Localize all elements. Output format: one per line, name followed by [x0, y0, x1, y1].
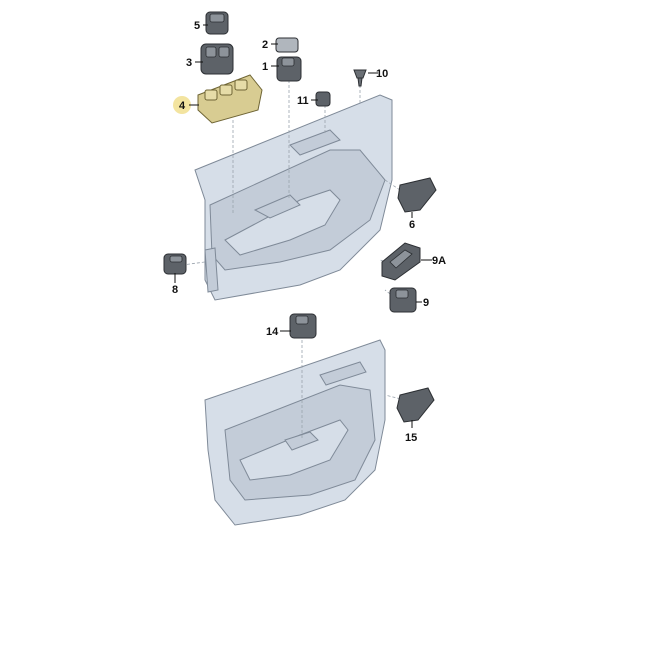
label-14[interactable]: 14	[266, 326, 279, 338]
part-2-gasket[interactable]	[275, 37, 299, 53]
label-1[interactable]: 1	[262, 61, 268, 73]
label-3[interactable]: 3	[186, 57, 192, 69]
label-15[interactable]: 15	[405, 432, 417, 444]
label-4[interactable]: 4	[179, 100, 186, 112]
part-5-switch[interactable]	[205, 11, 229, 35]
part-4-window-switch[interactable]	[197, 74, 263, 124]
label-5[interactable]: 5	[194, 20, 200, 32]
rear-door-panel	[204, 339, 386, 526]
part-3-switch[interactable]	[200, 43, 234, 75]
label-2[interactable]: 2	[262, 39, 268, 51]
part-9-switch[interactable]	[389, 287, 417, 313]
part-14-switch[interactable]	[289, 313, 317, 339]
label-10[interactable]: 10	[376, 68, 388, 80]
part-6-switch[interactable]	[397, 177, 437, 213]
label-8[interactable]: 8	[172, 284, 178, 296]
part-8-switch[interactable]	[163, 253, 187, 275]
part-10-clip[interactable]	[353, 69, 367, 87]
part-1-switch[interactable]	[276, 56, 302, 82]
label-9[interactable]: 9	[423, 297, 429, 309]
part-9A-switch[interactable]	[381, 242, 421, 281]
part-15-switch[interactable]	[396, 387, 435, 423]
highlight-marker	[173, 96, 191, 114]
label-6[interactable]: 6	[409, 219, 415, 231]
label-9A[interactable]: 9A	[432, 255, 446, 267]
label-11[interactable]: 11	[297, 95, 309, 107]
part-11-clip[interactable]	[315, 91, 331, 107]
front-door-panel	[194, 94, 393, 301]
